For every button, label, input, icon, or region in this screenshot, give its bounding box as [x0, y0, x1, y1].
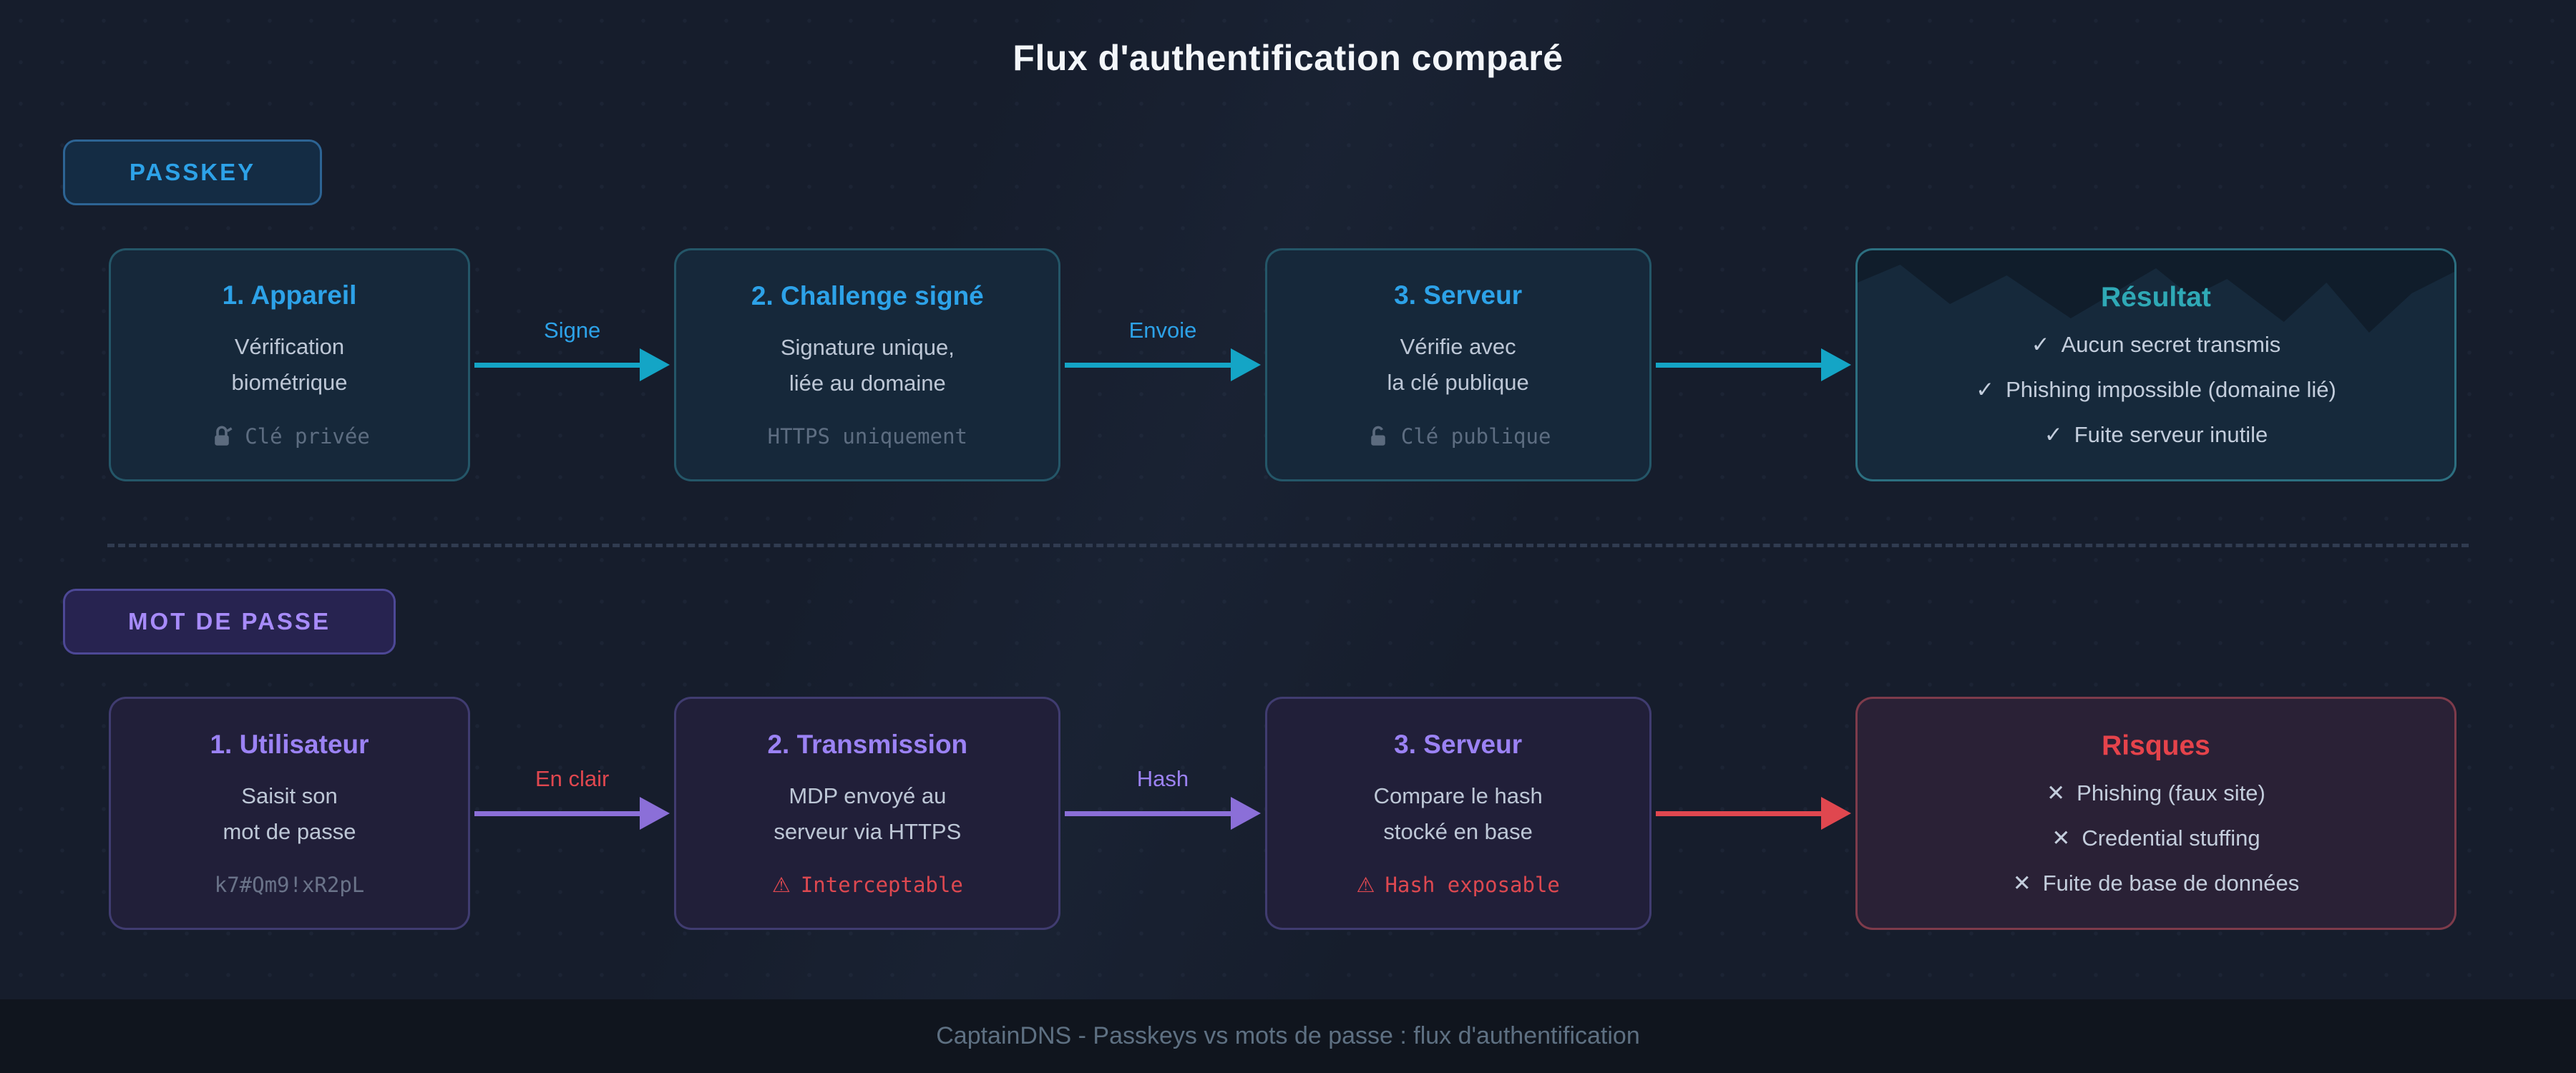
- step-meta: HTTPS uniquement: [768, 424, 967, 449]
- arrow-envoie: Envoie: [1060, 248, 1264, 481]
- footer-caption: CaptainDNS - Passkeys vs mots de passe :…: [936, 1022, 1640, 1049]
- result-item: ✓ Phishing impossible (domaine lié): [1976, 377, 2336, 403]
- password-badge-label: MOT DE PASSE: [128, 608, 331, 635]
- cross-icon: ✕: [2046, 780, 2066, 805]
- step-description: Signature unique, liée au domaine: [781, 330, 955, 401]
- step-title: 2. Transmission: [767, 730, 968, 759]
- passkey-step-1-box: 1. Appareil Vérification biométrique Clé…: [109, 248, 470, 481]
- step-title: 1. Appareil: [222, 280, 357, 310]
- arrow-label: Envoie: [1128, 318, 1197, 343]
- arrow-to-result: [1652, 248, 1855, 481]
- risk-item-label: Phishing (faux site): [2077, 780, 2265, 805]
- result-item: ✓ Aucun secret transmis: [1976, 332, 2336, 358]
- body-line: mot de passe: [223, 819, 356, 844]
- passkey-result-box: Résultat ✓ Aucun secret transmis ✓ Phish…: [1855, 248, 2457, 481]
- body-line: la clé publique: [1387, 370, 1529, 395]
- arrow-label: Signe: [544, 318, 601, 343]
- result-item-label: Aucun secret transmis: [2061, 332, 2281, 357]
- result-item-label: Phishing impossible (domaine lié): [2006, 377, 2336, 402]
- password-value: k7#Qm9!xR2pL: [214, 873, 365, 897]
- passkey-badge-label: PASSKEY: [129, 159, 256, 185]
- risk-item-label: Credential stuffing: [2082, 825, 2260, 851]
- result-title: Résultat: [2101, 282, 2211, 313]
- body-line: Compare le hash: [1373, 783, 1543, 808]
- password-step-2-box: 2. Transmission MDP envoyé au serveur vi…: [674, 697, 1061, 930]
- arrow-right-icon: [1652, 348, 1855, 381]
- risk-item: ✕ Phishing (faux site): [2013, 780, 2299, 806]
- risks-list: ✕ Phishing (faux site) ✕ Credential stuf…: [2013, 780, 2299, 896]
- arrow-label: Hash: [1136, 766, 1189, 791]
- page-title: Flux d'authentification comparé: [1013, 38, 1563, 78]
- section-divider: [107, 544, 2469, 547]
- step-warning: ⚠ Hash exposable: [1356, 873, 1559, 897]
- arrow-right-icon: [470, 348, 674, 381]
- step-description: Vérification biométrique: [232, 329, 348, 401]
- step-title: 3. Serveur: [1394, 280, 1523, 310]
- step-description: Vérifie avec la clé publique: [1387, 329, 1529, 401]
- password-badge: MOT DE PASSE: [63, 589, 396, 655]
- body-line: stocké en base: [1383, 819, 1533, 844]
- step-title: 3. Serveur: [1394, 730, 1523, 759]
- body-line: Signature unique,: [780, 335, 955, 360]
- arrow-signe: Signe: [470, 248, 674, 481]
- risk-item-label: Fuite de base de données: [2042, 871, 2300, 896]
- step-description: Compare le hash stocké en base: [1374, 778, 1543, 850]
- step-meta-label: Clé publique: [1400, 424, 1551, 449]
- arrow-to-risks: [1652, 697, 1855, 930]
- step-meta-label: Clé privée: [245, 424, 370, 449]
- body-line: Vérifie avec: [1400, 334, 1516, 359]
- step-title: 2. Challenge signé: [751, 281, 984, 310]
- step-meta-label: HTTPS uniquement: [767, 424, 967, 449]
- body-line: liée au domaine: [789, 371, 946, 396]
- step-meta: k7#Qm9!xR2pL: [215, 873, 365, 897]
- step-description: MDP envoyé au serveur via HTTPS: [774, 778, 961, 850]
- mountains-decoration: [1857, 250, 2454, 333]
- cross-icon: ✕: [2012, 871, 2031, 896]
- password-step-3-box: 3. Serveur Compare le hash stocké en bas…: [1264, 697, 1652, 930]
- password-risks-box: Risques ✕ Phishing (faux site) ✕ Credent…: [1855, 697, 2457, 930]
- body-line: Vérification: [234, 334, 345, 359]
- step-meta: Clé publique: [1365, 423, 1551, 449]
- step-description: Saisit son mot de passe: [223, 778, 356, 850]
- body-line: biométrique: [231, 370, 348, 395]
- risk-item: ✕ Credential stuffing: [2013, 825, 2299, 851]
- body-line: serveur via HTTPS: [774, 819, 962, 844]
- passkey-step-3-box: 3. Serveur Vérifie avec la clé publique …: [1264, 248, 1652, 481]
- risks-title: Risques: [2102, 730, 2210, 761]
- body-line: Saisit son: [241, 783, 338, 808]
- warning-icon: ⚠: [1356, 873, 1375, 897]
- passkey-row: 1. Appareil Vérification biométrique Clé…: [109, 248, 2457, 481]
- result-item-label: Fuite serveur inutile: [2074, 422, 2268, 447]
- check-icon: ✓: [1976, 377, 1995, 402]
- step-meta: Clé privée: [209, 423, 370, 449]
- step-warning-label: Interceptable: [800, 873, 963, 897]
- check-icon: ✓: [2044, 422, 2063, 447]
- arrow-right-icon: [1060, 797, 1264, 830]
- arrow-right-icon: [1652, 797, 1855, 830]
- warning-icon: ⚠: [771, 873, 791, 897]
- step-warning-label: Hash exposable: [1385, 873, 1560, 897]
- unlock-icon: [1371, 426, 1385, 446]
- result-item: ✓ Fuite serveur inutile: [1976, 422, 2336, 448]
- passkey-step-2-box: 2. Challenge signé Signature unique, lié…: [674, 248, 1061, 481]
- risk-item: ✕ Fuite de base de données: [2013, 871, 2299, 896]
- password-row: 1. Utilisateur Saisit son mot de passe k…: [109, 697, 2457, 930]
- cross-icon: ✕: [2051, 825, 2071, 851]
- arrow-label: En clair: [535, 766, 610, 791]
- password-step-1-box: 1. Utilisateur Saisit son mot de passe k…: [109, 697, 470, 930]
- arrow-hash: Hash: [1060, 697, 1264, 930]
- step-title: 1. Utilisateur: [210, 730, 369, 759]
- arrow-right-icon: [470, 797, 674, 830]
- step-warning: ⚠ Interceptable: [772, 873, 963, 897]
- check-icon: ✓: [2031, 332, 2050, 357]
- result-list: ✓ Aucun secret transmis ✓ Phishing impos…: [1976, 332, 2336, 448]
- arrow-en-clair: En clair: [470, 697, 674, 930]
- footer-bar: CaptainDNS - Passkeys vs mots de passe :…: [0, 999, 2576, 1073]
- body-line: MDP envoyé au: [789, 783, 947, 808]
- lock-pen-icon: [215, 426, 233, 446]
- arrow-right-icon: [1060, 348, 1264, 381]
- passkey-badge: PASSKEY: [63, 139, 322, 205]
